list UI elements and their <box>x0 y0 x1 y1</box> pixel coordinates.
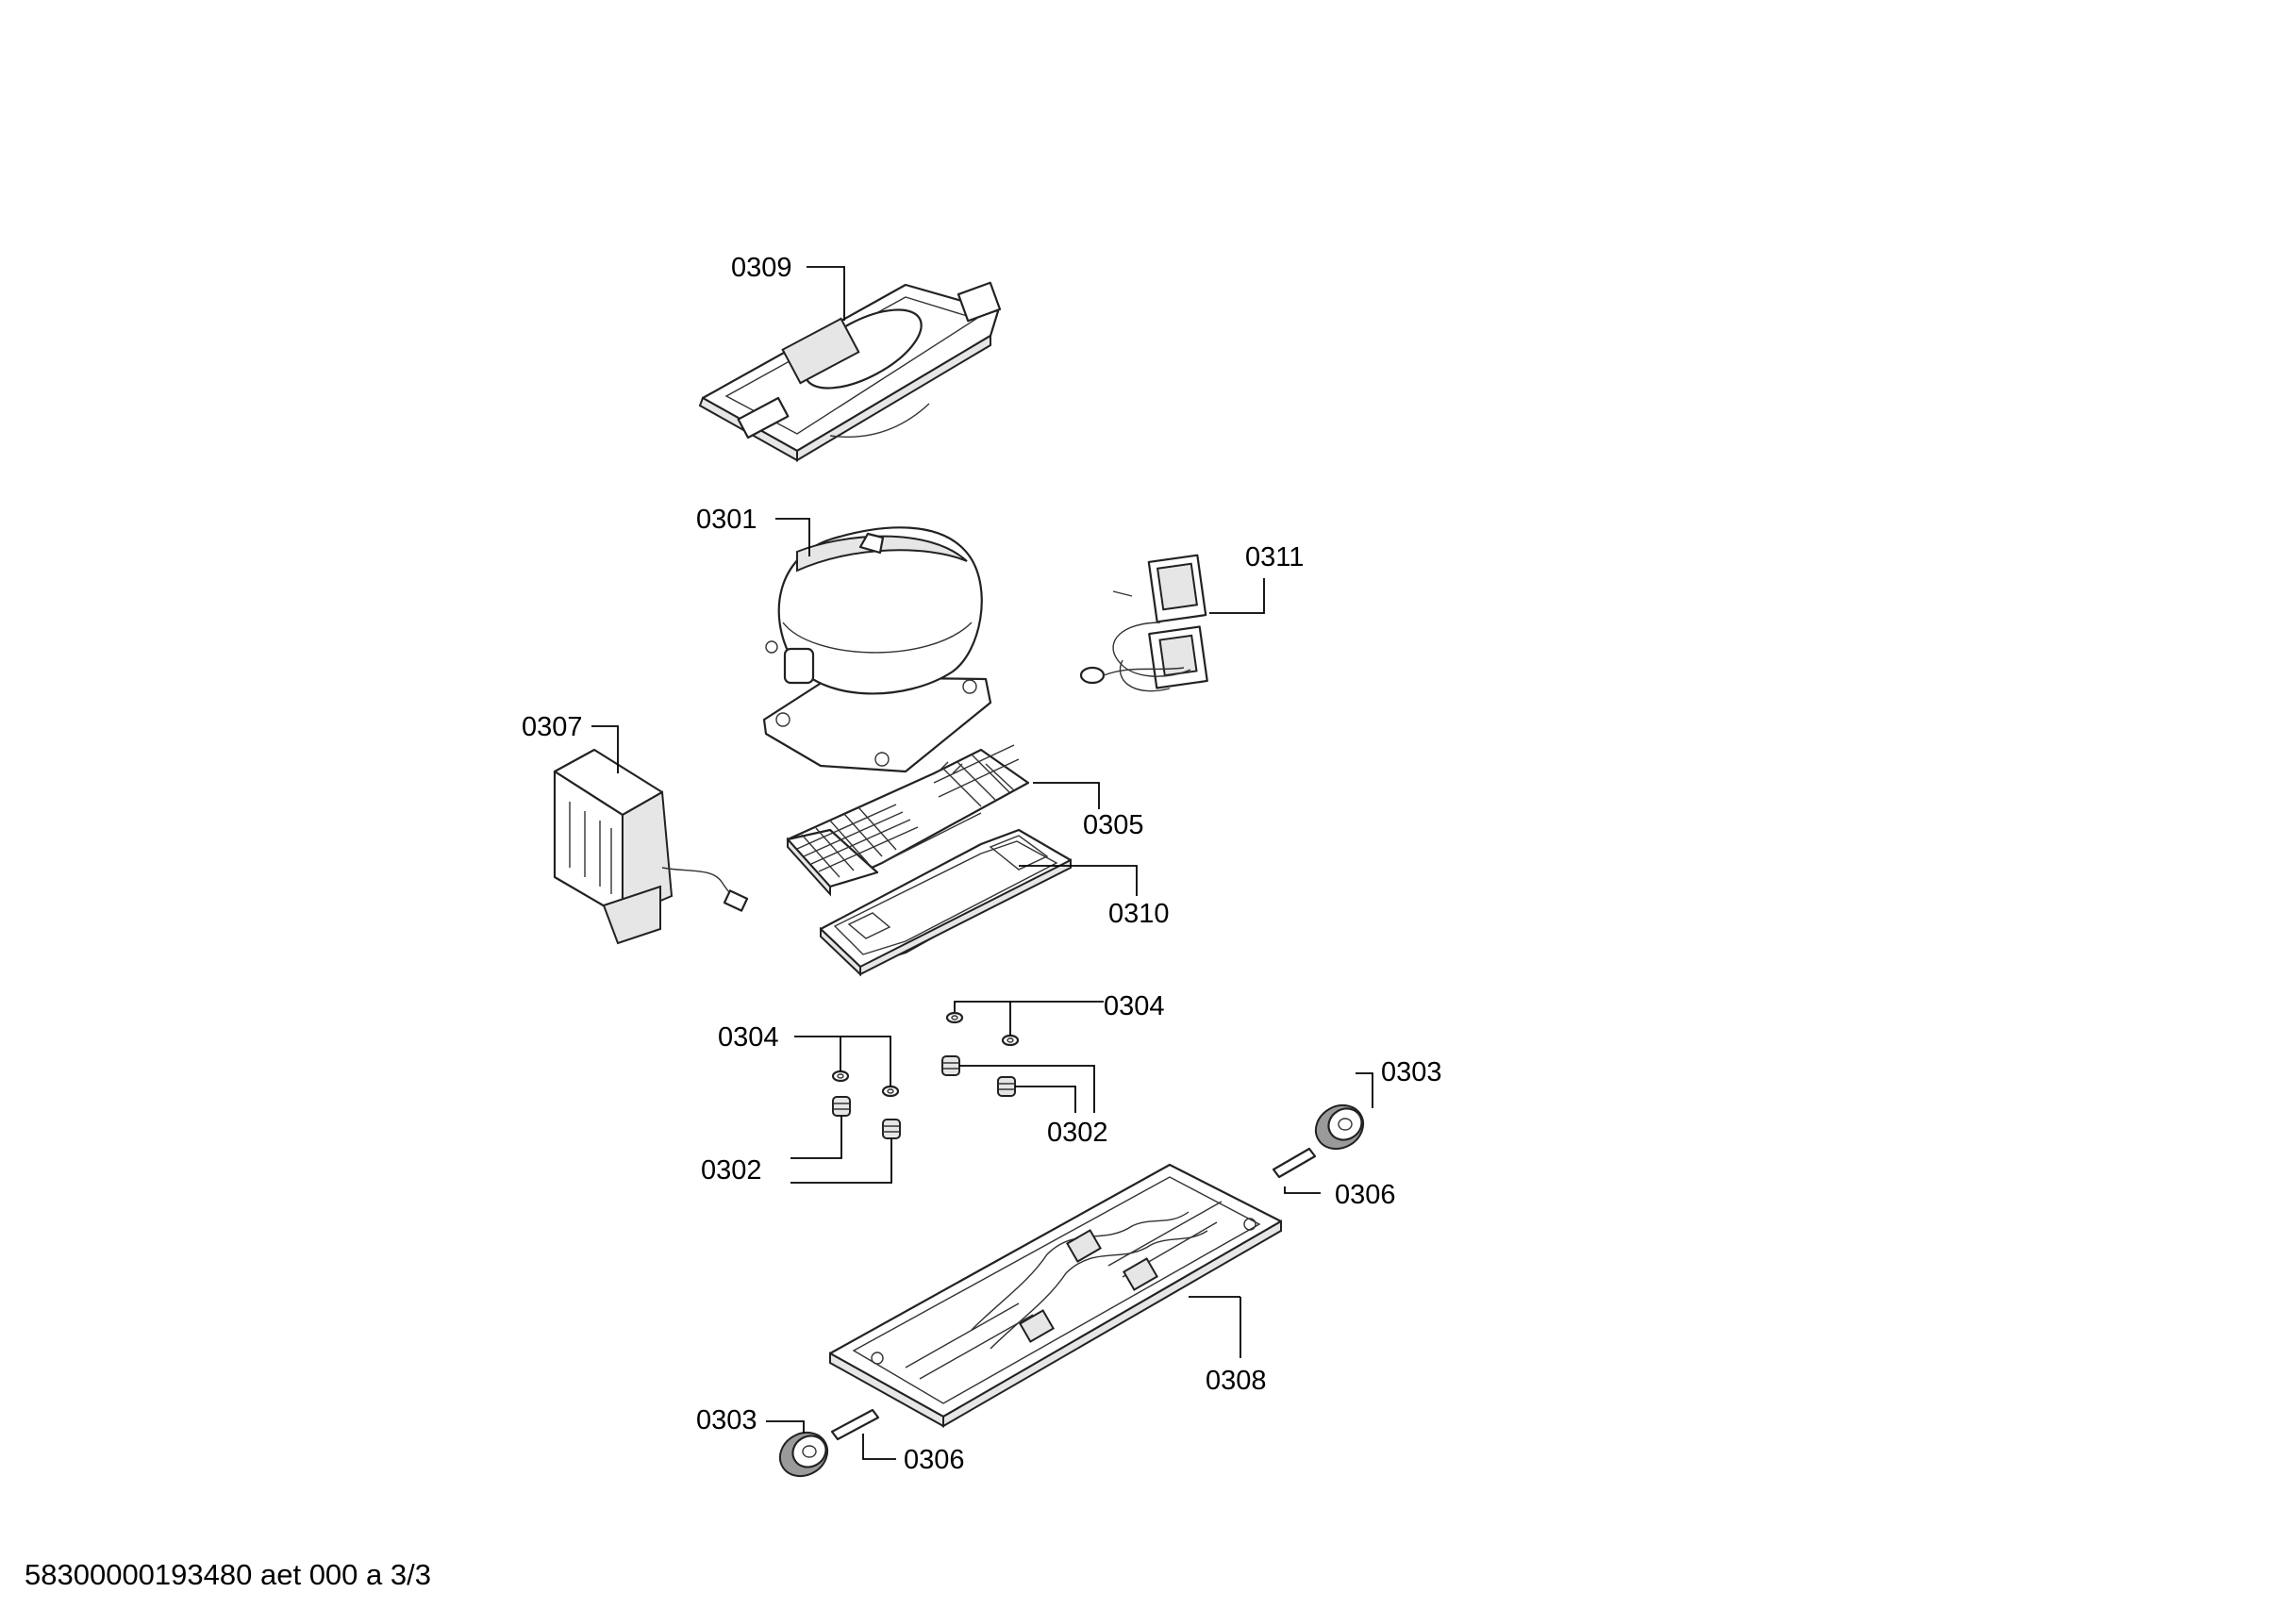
callout-0302-left: 0302 <box>701 1155 762 1186</box>
part-0310-drip-tray <box>819 828 1073 977</box>
part-0308-base-frame <box>828 1163 1283 1428</box>
callout-labels: 0309 0301 0311 0307 0305 0310 0304 0304 … <box>522 253 1442 1475</box>
part-0307-electronic-module <box>553 748 749 945</box>
part-0306-axle-top <box>1272 1147 1317 1179</box>
document-id: 58300000193480 aet 000 a 3/3 <box>25 1558 431 1591</box>
part-0309-cover-tray <box>698 281 1002 462</box>
fasteners-right-group <box>941 1011 1020 1097</box>
callout-0306-top: 0306 <box>1335 1180 1396 1210</box>
part-0311-relay <box>1079 554 1208 692</box>
part-0303-wheel-bottom <box>778 1431 829 1478</box>
leader-lines <box>591 266 1373 1460</box>
callout-0306-bottom: 0306 <box>904 1445 965 1475</box>
callout-0305: 0305 <box>1083 810 1144 840</box>
callout-0309: 0309 <box>731 253 792 283</box>
callout-0303-top: 0303 <box>1381 1057 1442 1087</box>
callout-0311: 0311 <box>1245 542 1304 572</box>
callout-0310: 0310 <box>1108 899 1170 929</box>
part-0306-axle-bottom <box>830 1408 880 1441</box>
callout-0304-right: 0304 <box>1104 991 1165 1021</box>
callout-0308: 0308 <box>1206 1366 1267 1396</box>
callout-0304-left: 0304 <box>718 1022 779 1053</box>
callout-0302-right: 0302 <box>1047 1118 1108 1148</box>
part-0305-grid-tray <box>786 744 1030 897</box>
part-0301-compressor <box>762 526 992 773</box>
callout-0307: 0307 <box>522 712 583 742</box>
callout-0301: 0301 <box>696 505 757 535</box>
callout-0303-bottom: 0303 <box>696 1405 757 1435</box>
part-0303-wheel-top <box>1314 1103 1365 1151</box>
